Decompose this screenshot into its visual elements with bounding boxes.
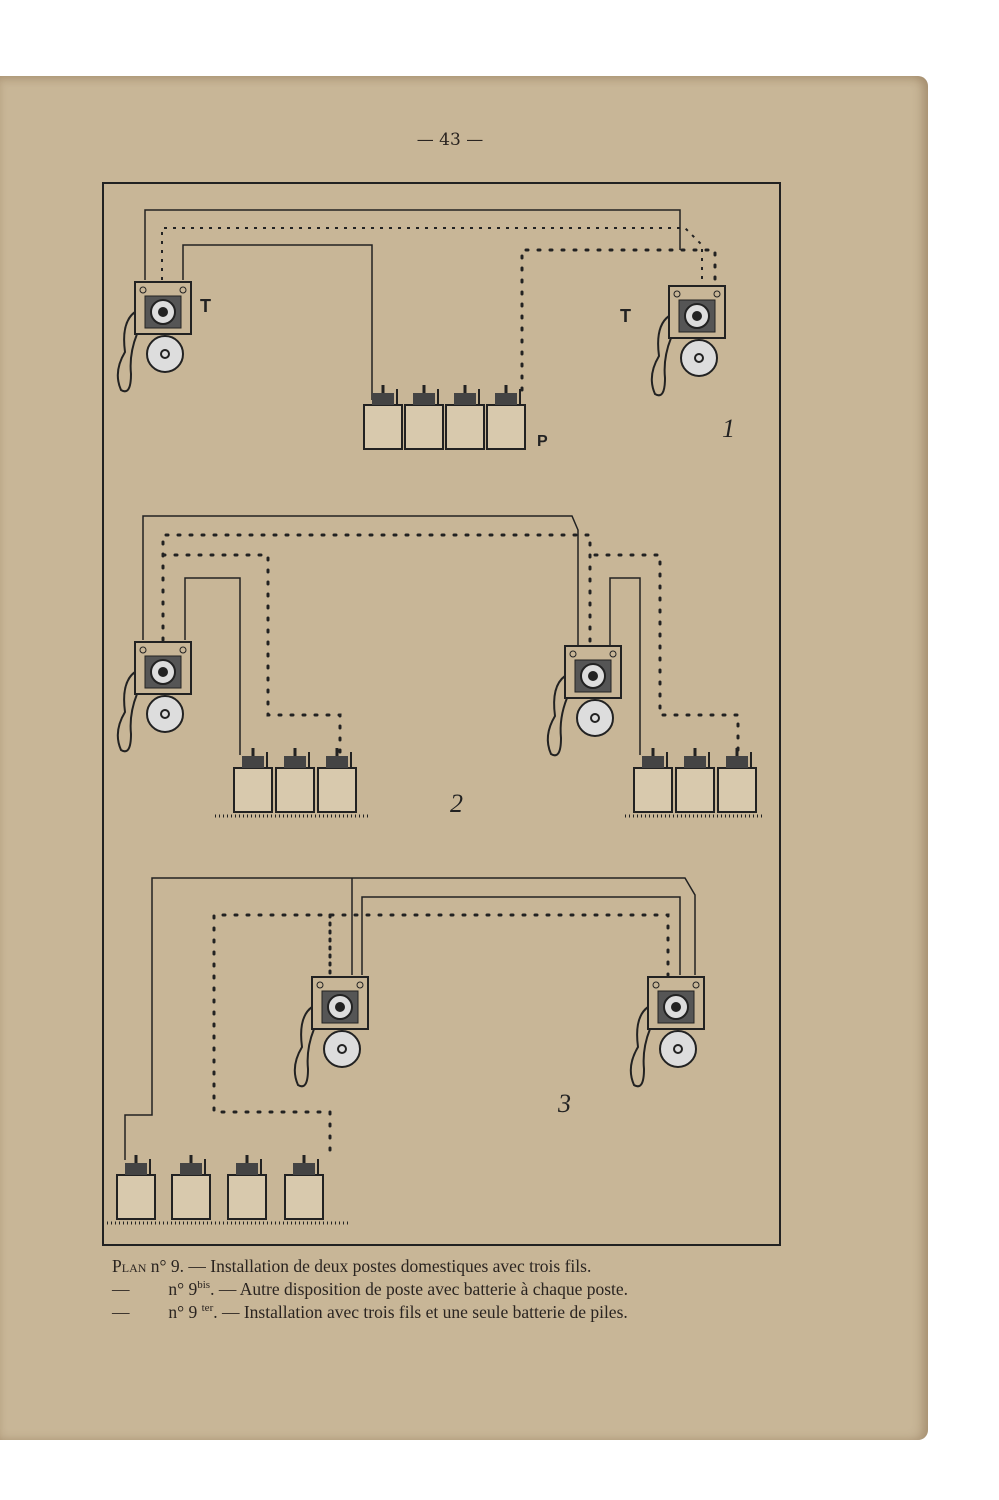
phone-label-t-left: T	[200, 296, 211, 316]
figure-number-2: 2	[450, 789, 463, 818]
battery-label-p: P	[537, 433, 548, 450]
caption-line-3: — n° 9 ter. — Installation avec trois fi…	[112, 1301, 628, 1322]
figure-frame	[102, 182, 781, 1246]
telephone-right	[650, 285, 726, 397]
phone-label-t-right: T	[620, 306, 631, 326]
page-number: — 43 —	[416, 130, 484, 150]
figure-2: 2	[116, 515, 765, 818]
caption-line-2: — n° 9bis. — Autre disposition de poste …	[112, 1278, 629, 1299]
telephone-left	[116, 641, 192, 753]
figure-caption: Plan n° 9. — Installation de deux postes…	[112, 1257, 812, 1322]
figure-3: 3	[107, 877, 705, 1225]
telephone-right	[546, 645, 622, 757]
telephone-right	[629, 976, 705, 1088]
figure-1: T T P 1	[116, 209, 735, 451]
figure-number-1: 1	[722, 414, 735, 443]
figure-number-3: 3	[557, 1089, 571, 1118]
telephone-left	[116, 281, 192, 393]
caption-line-1: Plan n° 9. — Installation de deux postes…	[112, 1256, 592, 1276]
telephone-left	[293, 976, 369, 1088]
